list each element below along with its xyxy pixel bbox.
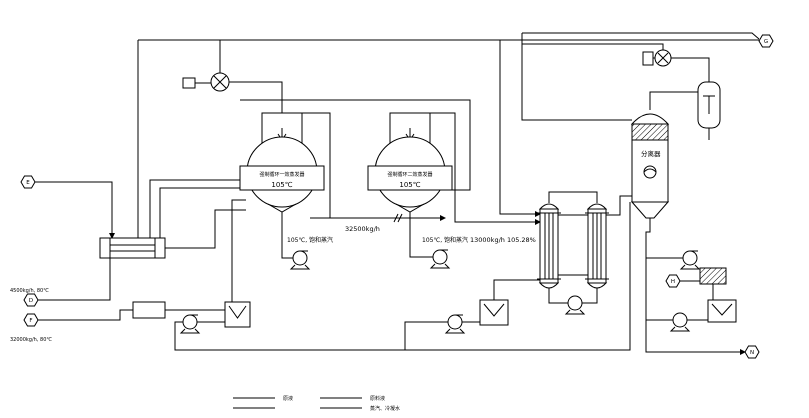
pipe-fan1-to-evap1 — [229, 81, 283, 113]
pipe-vapour-header — [240, 99, 471, 191]
tag-g — [758, 34, 774, 48]
evaporator-2-name: 强制循环二效蒸发器 — [387, 171, 432, 178]
pipe-bottom-loop — [174, 202, 631, 351]
flow-to-heaters: 13000kg/h 105.28% — [470, 236, 536, 244]
separator — [630, 113, 670, 219]
feed-d-label: 4500kg/h, 80℃ — [10, 288, 49, 294]
pipe-header-down — [499, 40, 541, 217]
tag-h — [665, 274, 681, 288]
tag-f — [23, 313, 39, 327]
evaporator-1-temp: 105℃ — [271, 181, 292, 189]
evaporator-2: 强制循环二效蒸发器 105℃ — [367, 128, 453, 213]
pump-4 — [669, 312, 691, 332]
pipe-hx2-to-separator — [606, 195, 632, 216]
connection-tags: E D F G H N — [20, 34, 774, 359]
preheater — [99, 237, 166, 259]
fan-1 — [182, 72, 230, 92]
pipe-pump2-loop — [404, 321, 448, 350]
tag-e-label: E — [26, 180, 30, 186]
tag-h-label: H — [671, 279, 675, 285]
motor-icon — [642, 51, 654, 66]
pipe-feed-f — [38, 309, 133, 321]
pump-icon — [432, 249, 448, 265]
tag-n — [744, 345, 760, 359]
pipe-hx2-bottom — [582, 287, 598, 304]
pump-icon — [447, 314, 463, 330]
motor-icon — [182, 77, 196, 89]
pipe-evap1-bottom — [281, 212, 293, 259]
pipe-separator-top-out — [649, 91, 698, 110]
pipelines — [35, 32, 760, 355]
evaporator-1: 强制循环一效蒸发器 105℃ — [239, 128, 325, 213]
pipe-evap1-left-a — [149, 179, 240, 238]
pipe-hx1-bottom — [548, 287, 568, 304]
pipe-preheater-out — [165, 209, 246, 249]
pump-icon — [292, 250, 308, 266]
pump-icon — [682, 250, 698, 266]
pump-icon — [182, 314, 198, 330]
tank-1 — [224, 301, 251, 328]
evaporator-1-outlet: 105℃, 饱和蒸汽 — [287, 236, 333, 244]
evaporator-2-outlet: 105℃, 饱和蒸汽 — [422, 236, 468, 244]
pipe-evap2-top-loop — [389, 112, 431, 146]
legend-label-3: 蒸汽、冷凝水 — [370, 405, 400, 412]
tank-2 — [479, 299, 509, 326]
pump-icon — [567, 295, 583, 311]
pipe-top-right — [522, 32, 760, 40]
pipe-evap1-right — [302, 112, 331, 218]
pipe-hx-to-tank2 — [493, 279, 540, 300]
evaporator-1-name: 强制循环一效蒸发器 — [259, 171, 304, 178]
cooler — [699, 267, 727, 285]
pump-1 — [179, 314, 201, 334]
fan-2 — [642, 49, 672, 67]
pipe-feed-e — [35, 181, 115, 239]
pipe-feed-d — [38, 258, 111, 301]
heat-exchanger-1 — [537, 203, 561, 289]
separator-label: 分离器 — [641, 149, 661, 158]
legend-label-1: 原液 — [283, 395, 293, 402]
tag-n-label: N — [750, 350, 754, 356]
heat-exchanger-2 — [585, 203, 609, 289]
pump-2 — [444, 314, 466, 334]
pipe-to-separator-top — [521, 33, 632, 121]
pipe-evap1-left-b — [159, 187, 240, 238]
tag-d-label: D — [29, 298, 33, 304]
evaporator-2-temp: 105℃ — [399, 181, 420, 189]
pipe-hx-cap-link — [548, 191, 598, 203]
separator-swirl-icon — [643, 165, 657, 179]
feed-f-label: 32000kg/h, 80℃ — [10, 337, 52, 343]
tag-d — [23, 293, 39, 307]
tag-f-label: F — [29, 318, 32, 324]
pump-icon — [672, 312, 688, 328]
top-vessel — [697, 81, 721, 129]
tag-e — [20, 175, 36, 189]
feed-box — [132, 301, 166, 319]
pipe-separator-bottom — [645, 218, 746, 355]
pipe-vessel-to-fan2 — [671, 57, 710, 82]
pump-3 — [679, 250, 701, 270]
legend: 原液 原料液 蒸汽、冷凝水 — [233, 395, 400, 412]
pump-evap-1 — [289, 250, 311, 270]
legend-label-2: 原料液 — [370, 395, 385, 402]
pump-evap-2 — [429, 249, 451, 269]
pipe-evap2-right — [430, 112, 541, 225]
pipe-break-mark — [393, 213, 403, 223]
pump-hx — [564, 295, 586, 315]
tag-g-label: G — [764, 39, 768, 45]
pipe-evap2-bottom — [409, 212, 433, 258]
flow-between-evaporators: 32500kg/h — [345, 225, 380, 233]
pipe-evap1-to-tank — [231, 199, 246, 302]
pipe-fan2-out — [522, 43, 664, 50]
pipe-evap1-top-loop — [261, 112, 303, 146]
tank-3 — [707, 299, 737, 323]
separator-demister — [631, 123, 669, 141]
